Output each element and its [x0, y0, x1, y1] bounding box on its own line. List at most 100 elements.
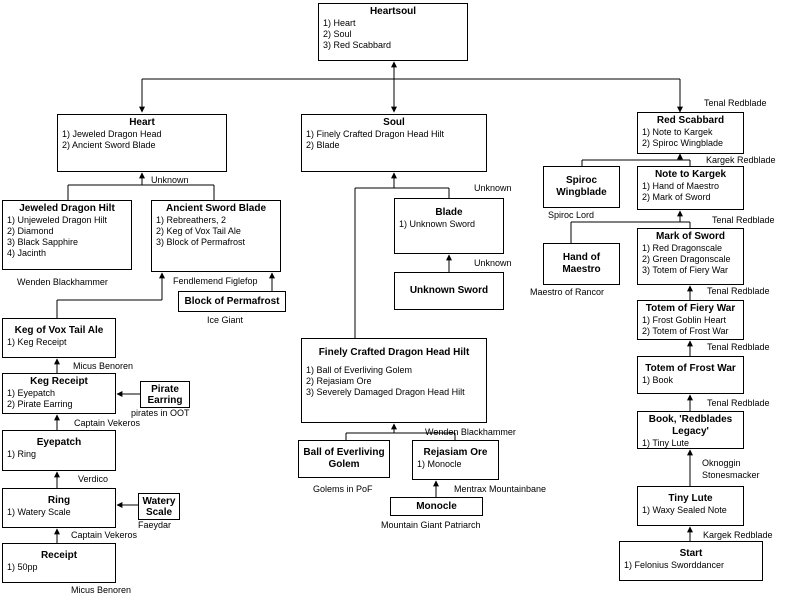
node-title: Ball of Everliving Golem	[303, 447, 385, 470]
node-title: Pirate Earring	[147, 383, 183, 406]
node-title: Keg Receipt	[30, 376, 88, 387]
node-monocle: Monocle	[390, 497, 483, 516]
node-item: 1) 50pp	[7, 562, 38, 572]
node-title: Ancient Sword Blade	[165, 203, 266, 214]
source-label: Unknown	[151, 175, 189, 185]
node-soul: Soul 1) Finely Crafted Dragon Head Hilt …	[301, 114, 487, 172]
node-heart: Heart 1) Jeweled Dragon Head 2) Ancient …	[57, 114, 227, 172]
node-title: Red Scabbard	[656, 115, 725, 126]
node-finely-crafted-dragon-head-hilt: Finely Crafted Dragon Head Hilt 1) Ball …	[301, 338, 487, 423]
node-title: Spiroc Wingblade	[556, 175, 607, 198]
node-ball-of-everliving-golem: Ball of Everliving Golem	[298, 440, 390, 478]
node-hand-of-maestro: Hand of Maestro	[543, 243, 620, 285]
source-label: Kargek Redblade	[703, 530, 773, 540]
node-item: 1) Hand of Maestro	[642, 181, 720, 191]
node-item: 1) Frost Goblin Heart	[642, 315, 727, 325]
node-title: Totem of Fiery War	[645, 303, 736, 314]
node-title: Unknown Sword	[409, 285, 489, 296]
node-title: Jeweled Dragon Hilt	[19, 203, 115, 214]
node-title: Blade	[435, 207, 463, 218]
node-title: Watery Scale	[142, 495, 176, 518]
source-label: Oknoggin	[702, 458, 741, 468]
node-block-of-permafrost: Block of Permafrost	[178, 291, 286, 312]
node-eyepatch: Eyepatch 1) Ring	[2, 430, 116, 471]
source-label: Micus Benoren	[71, 585, 132, 595]
node-item: 1) Red Dragonscale	[642, 243, 723, 253]
node-title: Monocle	[416, 500, 457, 512]
node-item: 1) Ball of Everliving Golem	[306, 365, 413, 375]
source-label: Tenal Redblade	[707, 342, 770, 352]
node-rejasiam-ore: Rejasiam Ore 1) Monocle	[412, 440, 499, 480]
node-item: 3) Block of Permafrost	[156, 237, 246, 247]
node-item: 1) Watery Scale	[7, 507, 71, 517]
node-ancient-sword-blade: Ancient Sword Blade 1) Rebreathers, 2 2)…	[151, 200, 281, 272]
node-keg-receipt: Keg Receipt 1) Eyepatch 2) Pirate Earrin…	[2, 373, 116, 414]
source-label: Tenal Redblade	[707, 398, 770, 408]
source-label: Wenden Blackhammer	[425, 427, 516, 437]
node-ring: Ring 1) Watery Scale	[2, 488, 116, 528]
node-item: 2) Keg of Vox Tail Ale	[156, 226, 241, 236]
node-item: 1) Felonius Sworddancer	[624, 560, 725, 570]
source-label: Captain Vekeros	[71, 530, 138, 540]
source-label: Mentrax Mountainbane	[454, 484, 547, 494]
node-title: Totem of Frost War	[645, 363, 736, 374]
node-totem-of-frost-war: Totem of Frost War 1) Book	[637, 356, 744, 394]
node-item: 1) Ring	[7, 449, 37, 459]
node-title: Finely Crafted Dragon Head Hilt	[318, 347, 470, 358]
source-label: Verdico	[78, 474, 109, 484]
node-item: 3) Severely Damaged Dragon Head Hilt	[306, 387, 465, 397]
node-item: 2) Green Dragonscale	[642, 254, 731, 264]
node-mark-of-sword: Mark of Sword 1) Red Dragonscale 2) Gree…	[637, 228, 744, 285]
node-item: 1) Jeweled Dragon Head	[62, 129, 162, 139]
node-item: 1) Book	[642, 375, 674, 385]
node-item: 1) Unknown Sword	[399, 219, 476, 229]
node-item: 2) Pirate Earring	[7, 399, 73, 409]
node-book-redblades-legacy: Book, 'Redblades Legacy' 1) Tiny Lute	[637, 411, 744, 449]
source-label: Unknown	[474, 183, 512, 193]
node-item: 4) Jacinth	[7, 248, 47, 258]
source-label: Maestro of Rancor	[530, 287, 605, 297]
source-label: Unknown	[474, 258, 512, 268]
node-item: 1) Note to Kargek	[642, 127, 713, 137]
node-pirate-earring: Pirate Earring	[140, 381, 190, 408]
node-item: 1) Rebreathers, 2	[156, 215, 227, 225]
node-title: Block of Permafrost	[184, 295, 280, 307]
node-item: 3) Black Sapphire	[7, 237, 79, 247]
source-label: Spiroc Lord	[548, 210, 595, 220]
source-label: Faeydar	[138, 520, 172, 530]
source-label: Micus Benoren	[73, 361, 134, 371]
node-title: Receipt	[40, 550, 78, 561]
node-start: Start 1) Felonius Sworddancer	[619, 541, 763, 581]
source-label: Captain Vekeros	[74, 418, 141, 428]
node-title: Ring	[47, 495, 71, 506]
node-item: 1) Eyepatch	[7, 388, 56, 398]
node-item: 1) Tiny Lute	[642, 438, 690, 448]
node-title: Rejasiam Ore	[423, 447, 488, 458]
node-item: 1) Waxy Sealed Note	[642, 505, 727, 515]
node-title: Book, 'Redblades Legacy'	[648, 414, 733, 437]
source-label: Fendlemend Figlefop	[173, 276, 258, 286]
node-title: Hand of Maestro	[562, 252, 601, 275]
node-heartsoul: Heartsoul 1) Heart 2) Soul 3) Red Scabba…	[318, 3, 468, 61]
node-note-to-kargek: Note to Kargek 1) Hand of Maestro 2) Mar…	[637, 166, 744, 210]
source-label: Mountain Giant Patriarch	[381, 520, 481, 530]
node-item: 2) Mark of Sword	[642, 192, 711, 202]
node-title: Eyepatch	[36, 437, 82, 448]
source-label: pirates in OOT	[131, 408, 190, 418]
node-title: Heartsoul	[369, 6, 417, 17]
node-item: 1) Finely Crafted Dragon Head Hilt	[306, 129, 445, 139]
node-spiroc-wingblade: Spiroc Wingblade	[543, 166, 620, 208]
node-blade: Blade 1) Unknown Sword	[394, 198, 504, 254]
node-jeweled-dragon-hilt: Jeweled Dragon Hilt 1) Unjeweled Dragon …	[2, 200, 132, 270]
node-watery-scale: Watery Scale	[138, 493, 180, 520]
source-label: Tenal Redblade	[712, 215, 775, 225]
node-unknown-sword: Unknown Sword	[394, 272, 504, 310]
node-item: 2) Ancient Sword Blade	[62, 140, 156, 150]
node-item: 2) Soul	[323, 29, 352, 39]
node-tiny-lute: Tiny Lute 1) Waxy Sealed Note	[637, 486, 744, 526]
node-title: Heart	[129, 117, 155, 128]
node-receipt: Receipt 1) 50pp	[2, 543, 116, 583]
node-red-scabbard: Red Scabbard 1) Note to Kargek 2) Spiroc…	[637, 112, 744, 154]
node-item: 1) Unjeweled Dragon Hilt	[7, 215, 108, 225]
